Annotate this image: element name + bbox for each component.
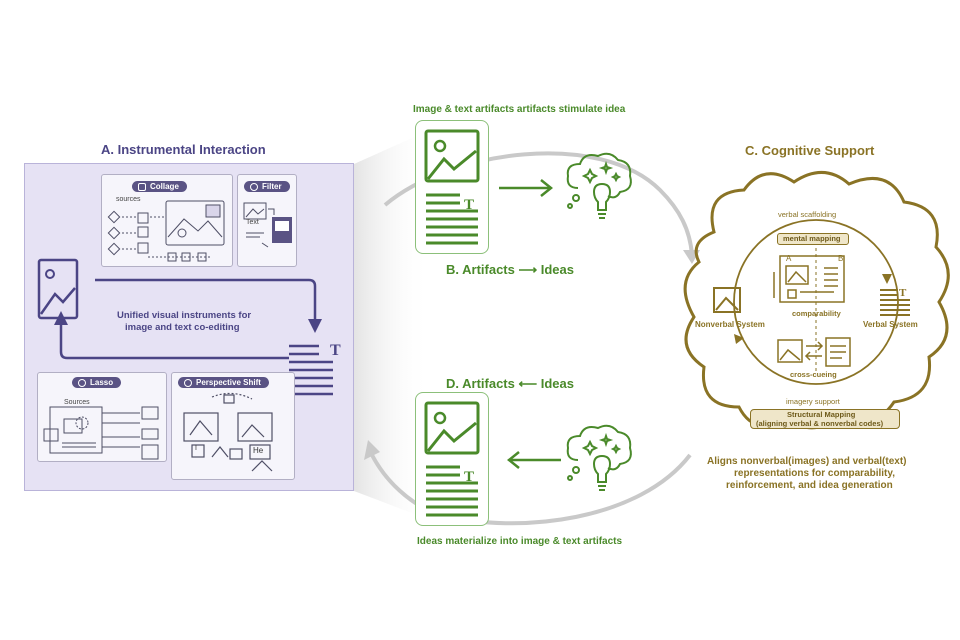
collage-card: Collage sources <box>101 174 233 267</box>
svg-text:T: T <box>899 287 907 299</box>
svg-text:T: T <box>464 469 474 485</box>
panel-a-title: A. Instrumental Interaction <box>101 142 266 157</box>
svg-text:T: T <box>464 197 474 213</box>
collage-sources-label: sources <box>116 196 141 203</box>
compare-a-label: A <box>786 254 792 263</box>
text-lines-icon <box>289 344 333 396</box>
perspective-i-label: I <box>195 445 197 452</box>
perspective-pill: Perspective Shift <box>178 377 269 388</box>
summary-line2: representations for comparability, <box>734 468 895 479</box>
filter-pill: Filter <box>244 181 290 192</box>
comparability-label: comparability <box>792 309 841 318</box>
nonverbal-system-label: Nonverbal System <box>695 320 765 329</box>
structural-mapping-line1: Structural Mapping <box>787 410 856 419</box>
perspective-he-label: He <box>253 446 264 455</box>
mental-mapping-badge <box>777 233 849 245</box>
imagery-support-label: imagery support <box>786 397 840 406</box>
lasso-illustration <box>43 406 159 460</box>
perspective-label: Perspective Shift <box>196 378 261 387</box>
idea-bulb-icon-top <box>566 152 632 219</box>
arrow-artifacts-to-ideas <box>499 179 554 197</box>
text-glyph: T <box>330 342 341 359</box>
cross-cueing-label: cross-cueing <box>790 370 837 379</box>
filter-illustration <box>243 202 292 248</box>
lasso-sources-label: Sources <box>64 399 90 406</box>
arrow-ideas-to-artifacts <box>506 451 561 469</box>
ideas-to-artifacts-label: D. Artifacts ⟵ Ideas <box>446 376 574 391</box>
lasso-label: Lasso <box>90 378 114 387</box>
lasso-pill: Lasso <box>72 377 122 388</box>
top-flow-caption: Image & text artifacts artifacts stimula… <box>413 104 626 115</box>
perspective-icon <box>184 378 192 387</box>
artifact-card-bottom: T <box>415 392 489 526</box>
perspective-illustration <box>183 392 273 472</box>
mental-mapping-label: mental mapping <box>783 234 841 243</box>
structural-mapping-badge <box>750 409 900 429</box>
collage-label: Collage <box>150 182 179 191</box>
instrumental-interaction-panel: Collage sources <box>24 163 354 491</box>
filter-card: Filter Text <box>237 174 297 267</box>
collage-illustration <box>107 200 225 262</box>
structural-mapping-line2: (aligning verbal & nonverbal codes) <box>756 419 884 428</box>
filter-icon <box>250 182 258 191</box>
filter-label: Filter <box>262 182 282 191</box>
artifacts-to-ideas-label: B. Artifacts ⟶ Ideas <box>446 262 574 277</box>
artifact-top-image-icon: T <box>424 129 480 245</box>
artifact-card-top: T <box>415 120 489 254</box>
lasso-icon <box>78 378 86 387</box>
cycle-arrowhead-bottom <box>364 440 380 460</box>
summary-line3: reinforcement, and idea generation <box>726 480 893 491</box>
cognitive-cloud: T <box>683 171 950 430</box>
filter-text-label: Text <box>246 219 259 226</box>
lasso-card: Lasso Sources <box>37 372 167 462</box>
collage-pill: Collage <box>132 181 187 192</box>
collage-icon <box>138 182 146 191</box>
artifact-bottom-image-icon: T <box>424 401 480 517</box>
compare-b-label: B <box>838 254 844 263</box>
idea-bulb-icon-bottom <box>566 424 632 491</box>
focus-cone <box>354 130 430 520</box>
summary-line1: Aligns nonverbal(images) and verbal(text… <box>707 456 907 467</box>
center-description-line1: Unified visual instruments for <box>117 310 252 321</box>
perspective-card: Perspective Shift I He <box>171 372 295 480</box>
verbal-scaffolding-label: verbal scaffolding <box>778 210 837 219</box>
verbal-system-label: Verbal System <box>863 320 918 329</box>
center-description-line2: image and text co-editing <box>125 322 240 333</box>
image-icon <box>37 258 79 320</box>
panel-c-title: C. Cognitive Support <box>745 143 875 158</box>
bottom-flow-caption: Ideas materialize into image & text arti… <box>417 536 623 547</box>
